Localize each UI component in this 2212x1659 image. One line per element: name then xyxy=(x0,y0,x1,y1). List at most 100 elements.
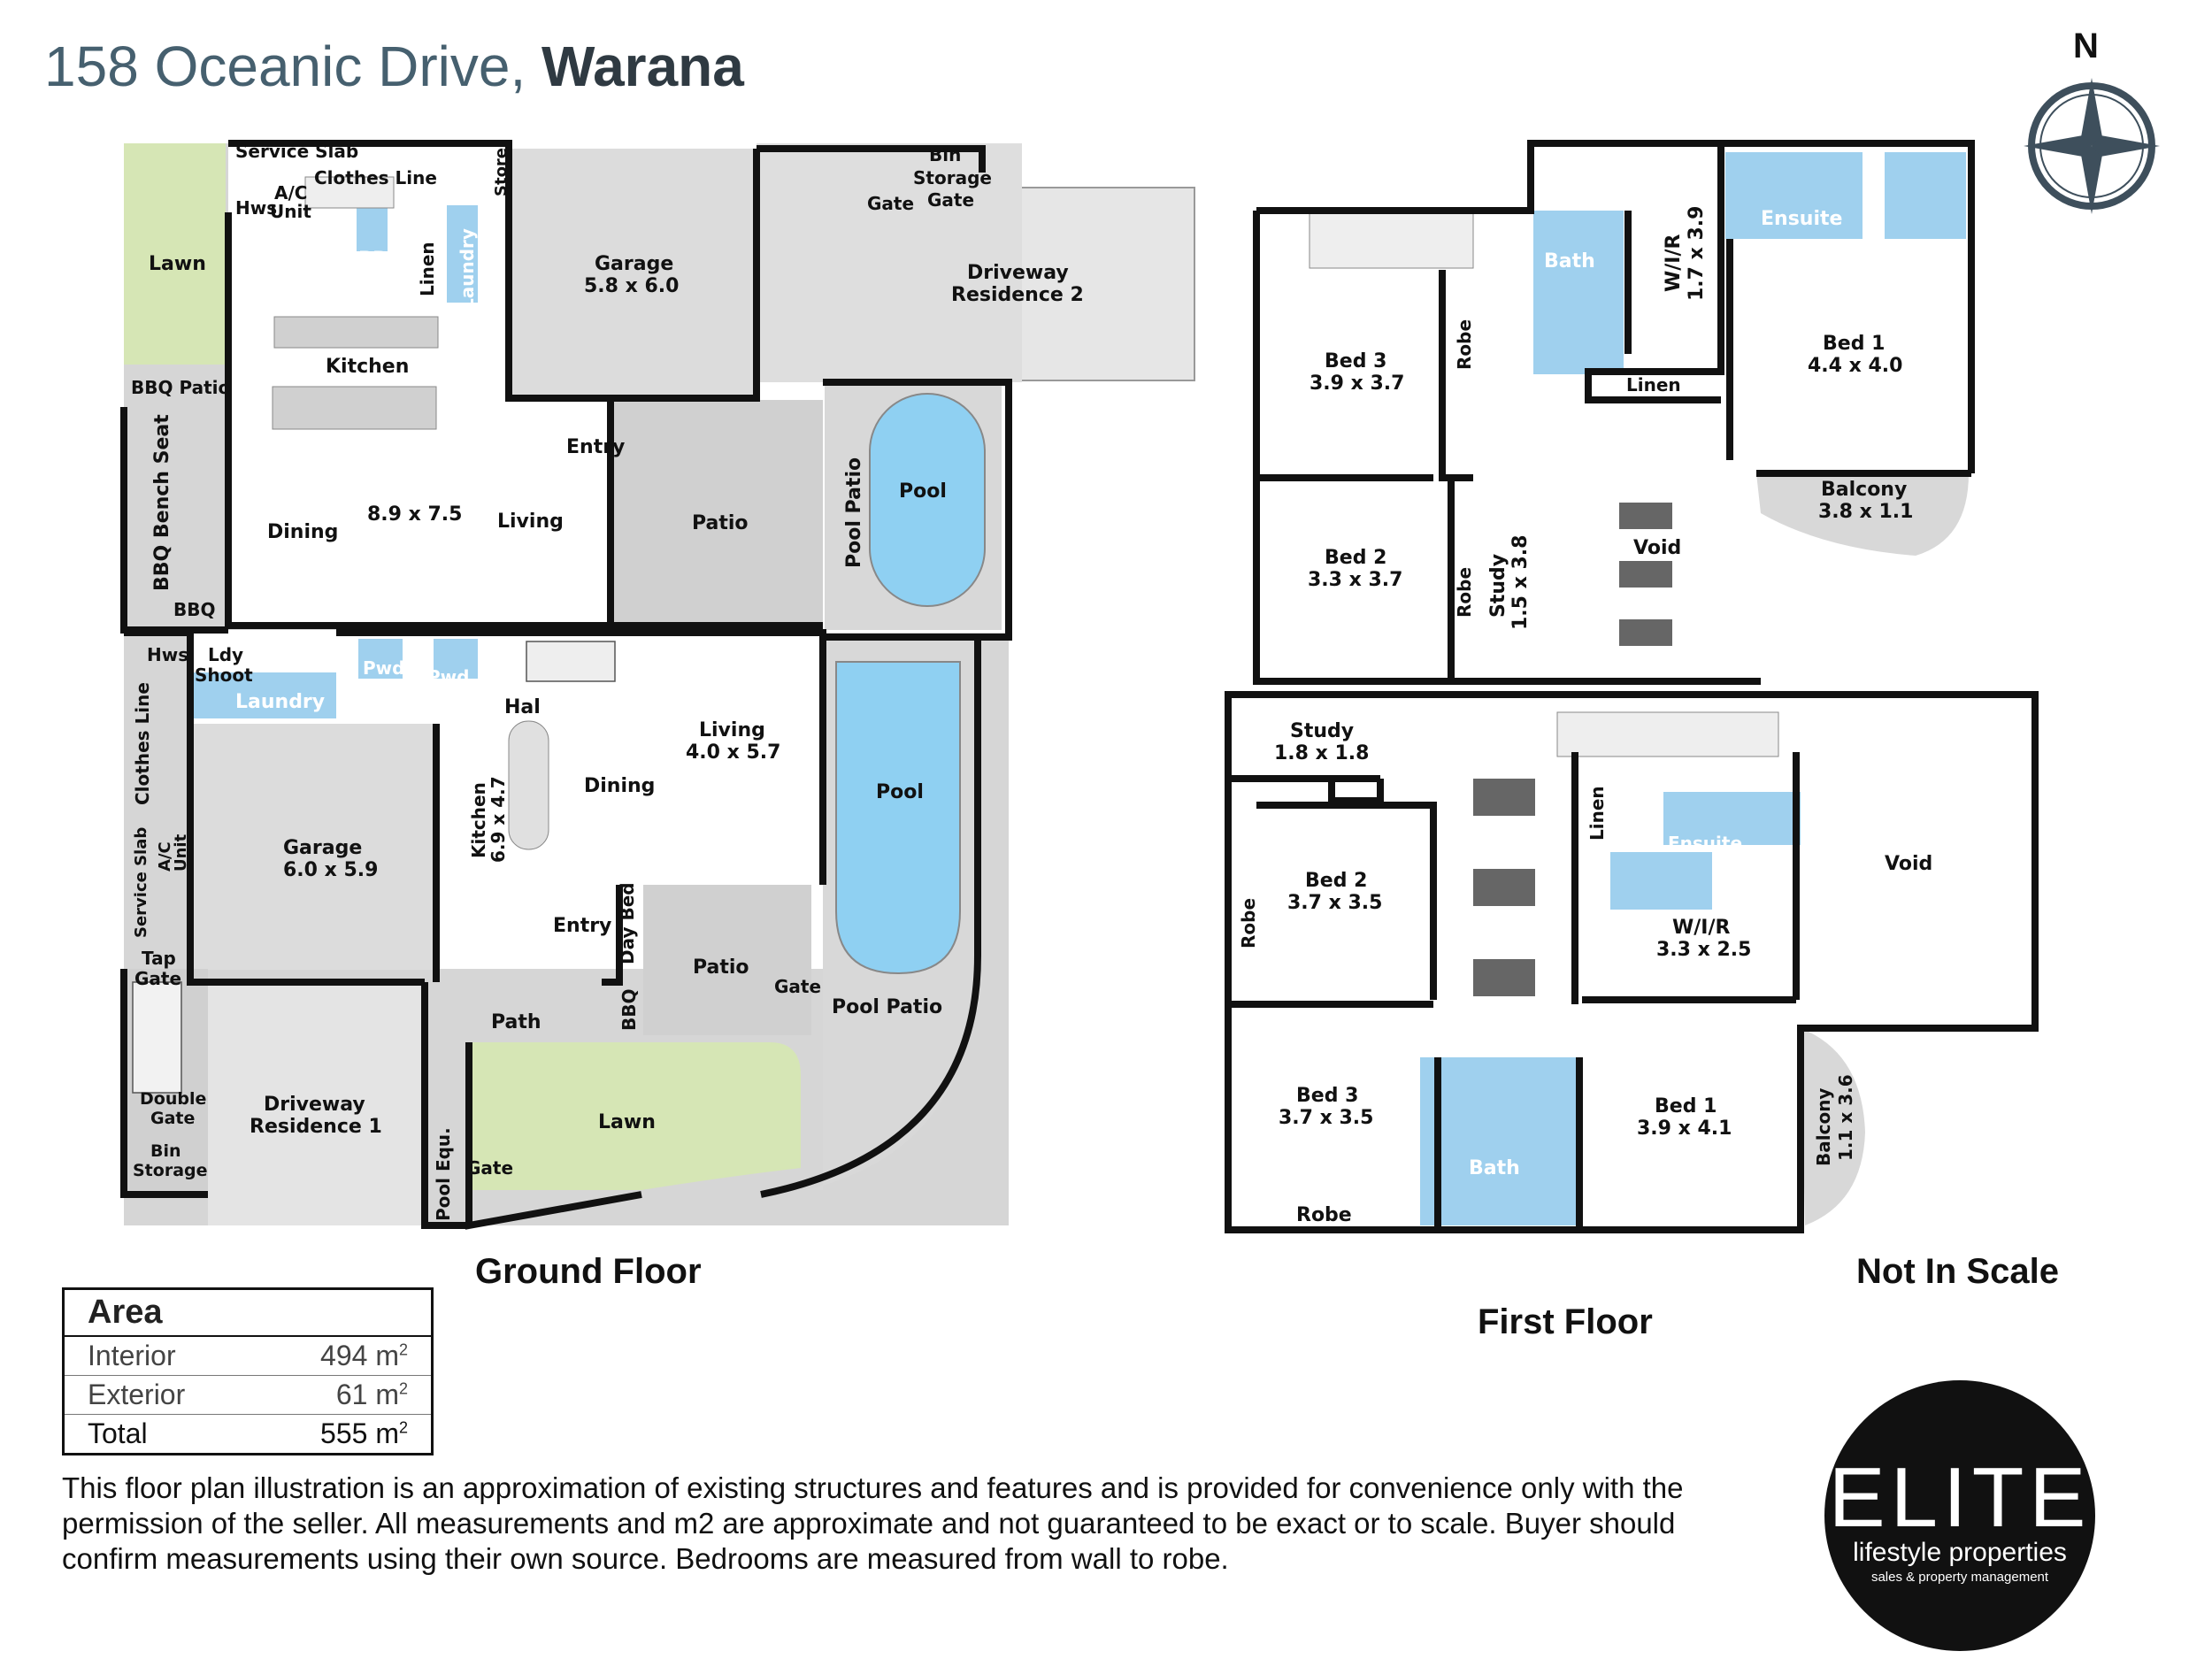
label-lawn-bottom: Lawn xyxy=(598,1111,656,1133)
disclaimer-text: This floor plan illustration is an appro… xyxy=(62,1471,1684,1575)
label-ac-bottom-2: Unit xyxy=(172,833,190,872)
label-pool-patio-top: Pool Patio xyxy=(843,457,865,568)
label-bbq-patio: BBQ Patio xyxy=(131,377,230,398)
label-laundry-bottom: Laundry xyxy=(235,691,325,713)
label-gate-5: Gate xyxy=(466,1157,513,1179)
compass-rose xyxy=(2024,78,2160,214)
label-bath-bottom: Bath xyxy=(1469,1157,1520,1179)
label-study-top: Study xyxy=(1487,554,1509,618)
label-living-bottom-dim: 4.0 x 5.7 xyxy=(686,741,780,764)
area-row-value: 555 m2 xyxy=(320,1417,408,1449)
label-hal: Hal xyxy=(504,696,541,718)
kitchen-island-bottom xyxy=(508,720,549,850)
label-kitchen-bottom-dim: 6.9 x 4.7 xyxy=(488,776,509,863)
first-floor-title: First Floor xyxy=(1478,1302,1653,1341)
area-row-label: Interior xyxy=(88,1340,176,1371)
area-row-value: 494 m2 xyxy=(320,1340,408,1371)
label-linen-bottom: Linen xyxy=(1586,786,1608,841)
label-balcony-top: Balcony xyxy=(1821,479,1907,501)
first-floor-plan xyxy=(1225,140,2044,1233)
label-bed1-bottom-dim: 3.9 x 4.1 xyxy=(1637,1118,1732,1140)
patio-top-area xyxy=(611,400,823,626)
label-wir-bottom-dim: 3.3 x 2.5 xyxy=(1656,939,1751,961)
bath-bottom-room xyxy=(1420,1057,1579,1225)
area-table: Area Interior 494 m2 Exterior 61 m2 Tota… xyxy=(62,1287,434,1455)
label-wir-top-dim: 1.7 x 3.9 xyxy=(1686,206,1708,301)
label-bbq-top: BBQ xyxy=(173,599,216,620)
label-balcony-top-dim: 3.8 x 1.1 xyxy=(1818,501,1913,523)
stairs-first-bottom xyxy=(1556,711,1779,757)
label-balcony-bottom: Balcony xyxy=(1813,1088,1834,1166)
label-clothes-line-bottom: Clothes Line xyxy=(132,682,153,805)
pdr-room xyxy=(357,205,388,251)
pool-bottom-shape xyxy=(835,661,961,975)
void-skylight-2 xyxy=(1619,561,1672,588)
area-row-label: Exterior xyxy=(88,1379,186,1410)
label-lawn-top: Lawn xyxy=(149,253,206,275)
label-pwd-2: Pwd xyxy=(427,666,469,687)
label-garage-top-dim: 5.8 x 6.0 xyxy=(584,275,679,297)
label-hws-bottom: Hws xyxy=(147,644,188,665)
logo-subline: sales & property management xyxy=(1870,1570,2049,1585)
label-ac-top: A/C xyxy=(274,182,307,204)
label-bin-storage-top: Bin xyxy=(929,144,961,165)
label-pool-equ: Pool Equ. xyxy=(433,1127,454,1221)
label-kitchen-top: Kitchen xyxy=(326,356,409,378)
label-patio-top: Patio xyxy=(692,512,749,534)
label-bed3-top: Bed 3 xyxy=(1325,350,1386,373)
elite-logo: ELITE lifestyle properties sales & prope… xyxy=(1824,1380,2095,1651)
label-living-bottom: Living xyxy=(699,719,765,741)
logo-brand: ELITE xyxy=(1828,1450,2092,1545)
ensuite-top-room-b xyxy=(1885,152,1966,239)
label-living-dim-top: 8.9 x 7.5 xyxy=(367,503,462,526)
label-service-slab-bottom: Service Slab xyxy=(132,827,150,938)
label-linen: Linen xyxy=(417,242,438,296)
skylight-bottom-2 xyxy=(1473,869,1535,906)
label-driveway2-b: Residence 2 xyxy=(951,284,1084,306)
label-gate-4: Gate xyxy=(134,968,181,989)
lawn-top-area xyxy=(124,143,226,365)
laundry-top-room xyxy=(447,205,478,303)
property-address: 158 Oceanic Drive, Warana xyxy=(44,34,744,99)
label-robe-2: Robe xyxy=(1454,567,1475,618)
label-garage-bottom-dim: 6.0 x 5.9 xyxy=(283,859,378,881)
label-ac-bottom: A/C xyxy=(156,841,174,872)
label-balcony-bottom-dim: 1.1 x 3.6 xyxy=(1835,1074,1856,1161)
pool-top-shape xyxy=(869,393,986,607)
label-wir-bottom: W/I/R xyxy=(1672,917,1731,939)
label-ldy: Ldy xyxy=(208,644,243,665)
first-bottom-interior xyxy=(1230,695,2044,1224)
label-dining-bottom: Dining xyxy=(584,775,655,797)
stairs-first-top xyxy=(1309,210,1474,269)
label-bed2-top: Bed 2 xyxy=(1325,547,1386,569)
void-skylight-1 xyxy=(1619,503,1672,529)
label-clothes-line-top: Clothes Line xyxy=(314,167,437,188)
label-store: Store xyxy=(492,148,511,196)
area-row-interior: Interior 494 m2 xyxy=(65,1337,431,1376)
label-bed2-bottom: Bed 2 xyxy=(1305,870,1367,892)
pwd-room-1 xyxy=(358,639,403,679)
area-row-value: 61 m2 xyxy=(335,1379,408,1410)
label-bin-storage-top-2: Storage xyxy=(913,167,992,188)
label-bed3-bottom: Bed 3 xyxy=(1296,1085,1358,1107)
label-ac-top-2: Unit xyxy=(270,201,311,222)
label-double-gate: Double xyxy=(140,1089,206,1109)
label-robe-4: Robe xyxy=(1296,1204,1352,1226)
label-hws-top: Hws xyxy=(235,197,277,219)
label-service-slab-top: Service Slab xyxy=(235,141,358,162)
label-gate-2: Gate xyxy=(927,189,974,211)
label-entry-bottom: Entry xyxy=(553,915,611,937)
label-wir-top: W/I/R xyxy=(1663,234,1685,292)
label-bath-top: Bath xyxy=(1544,250,1595,273)
label-day-bed: Day Bed xyxy=(617,882,638,964)
label-study-bottom-dim: 1.8 x 1.8 xyxy=(1274,742,1369,764)
ground-floor-walls xyxy=(120,140,1012,1230)
laundry-bottom-room xyxy=(190,672,336,718)
compass-north-label: N xyxy=(2073,27,2099,65)
label-driveway1: Driveway xyxy=(264,1094,365,1116)
label-driveway2: Driveway xyxy=(967,262,1069,284)
label-pool-top: Pool xyxy=(899,480,947,503)
label-bed1-bottom: Bed 1 xyxy=(1655,1095,1717,1118)
kitchen-island-top xyxy=(272,386,437,430)
